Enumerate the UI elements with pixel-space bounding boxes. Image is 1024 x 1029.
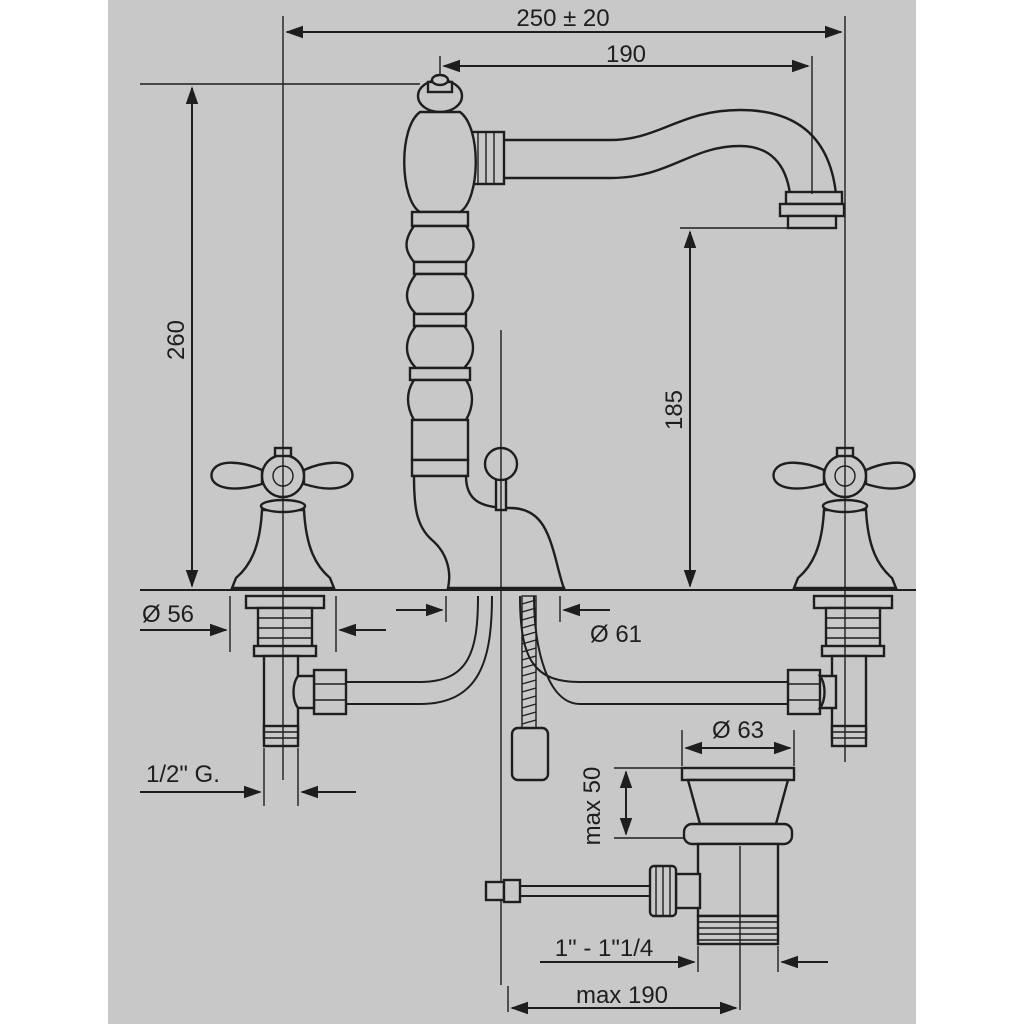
label-spout-height: 185	[661, 390, 688, 430]
connection-hoses	[292, 595, 838, 782]
label-waste-diameter: Ø 63	[712, 717, 764, 744]
extension-lines	[140, 16, 846, 1012]
right-shank	[812, 594, 894, 748]
popup-waste	[484, 766, 796, 1010]
label-handle-base-diameter: Ø 56	[142, 601, 194, 628]
dimension-lines	[140, 25, 843, 1015]
label-total-height: 260	[163, 320, 190, 360]
spout-assembly	[403, 73, 846, 590]
label-waste-thread: 1" - 1"1/4	[555, 935, 653, 962]
label-overall-width: 250 ± 20	[516, 5, 609, 32]
label-spout-base-diameter: Ø 61	[590, 621, 642, 648]
label-inlet-thread: 1/2" G.	[146, 761, 220, 788]
label-waste-height: max 50	[579, 767, 606, 846]
left-shank	[244, 594, 326, 748]
label-rod-reach: max 190	[576, 982, 668, 1009]
label-spout-reach: 190	[606, 41, 646, 68]
